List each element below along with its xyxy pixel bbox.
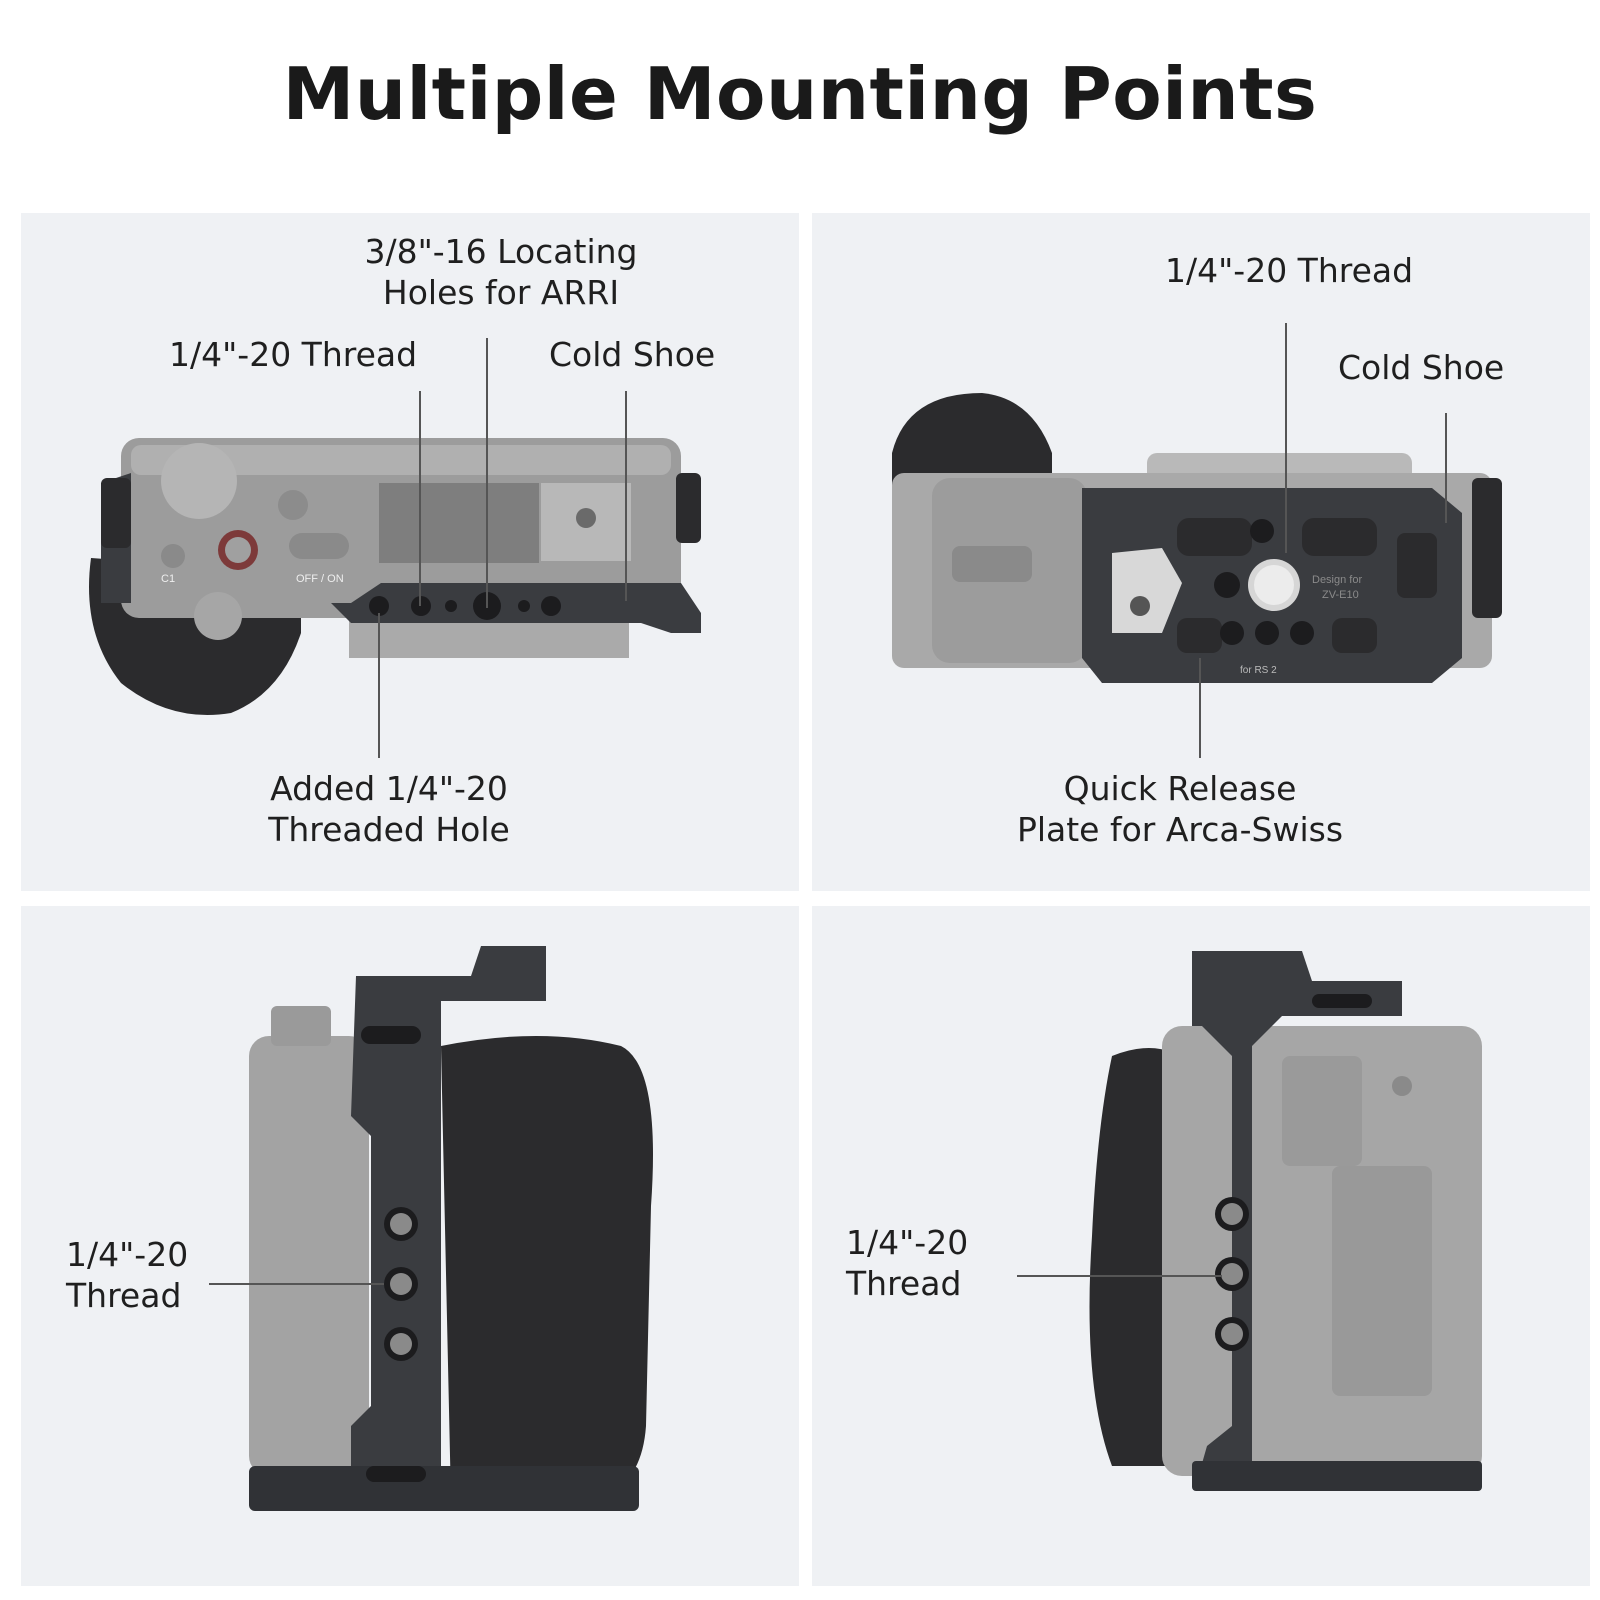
label-quick-release: Quick Release Plate for Arca-Swiss (1016, 769, 1344, 849)
label-thread: 1/4"-20 Thread (1165, 251, 1414, 290)
page-title: Multiple Mounting Points (282, 52, 1318, 136)
bottom-view-illustration: Design for ZV-E10 for RS 2 (892, 393, 1502, 683)
label-thread: 1/4"-20 Thread (66, 1235, 189, 1315)
leader-line-arri (486, 338, 488, 608)
panel-rear-side-view: 1/4"-20 Thread (812, 906, 1590, 1586)
plate-mark-design: Design for (1312, 574, 1362, 586)
grip-side-illustration (249, 946, 653, 1511)
panel-grip-side-view: 1/4"-20 Thread (21, 906, 799, 1586)
plate-mark-rs2: for RS 2 (1240, 665, 1277, 676)
rear-side-illustration (1089, 951, 1482, 1491)
leader-line-cold-shoe (625, 391, 627, 601)
leader-line-thread (209, 1283, 384, 1285)
leader-line-thread (1285, 323, 1287, 553)
top-view-illustration: OFF / ON C1 (89, 438, 701, 715)
leader-line-added-hole (378, 613, 380, 758)
camera-mark-off-on: OFF / ON (296, 573, 344, 585)
leader-line-cold-shoe (1445, 413, 1447, 523)
plate-mark-model: ZV-E10 (1322, 589, 1359, 601)
label-cold-shoe: Cold Shoe (549, 335, 716, 374)
label-thread: 1/4"-20 Thread (169, 335, 418, 374)
leader-line-thread (1017, 1275, 1222, 1277)
label-thread: 1/4"-20 Thread (846, 1223, 969, 1303)
label-added-hole: Added 1/4"-20 Threaded Hole (268, 769, 510, 849)
label-arri-holes: 3/8"-16 Locating Holes for ARRI (364, 232, 638, 312)
panel-bottom-view: Design for ZV-E10 for RS 2 1/4"-20 Threa… (812, 213, 1590, 891)
panel-top-view: OFF / ON C1 3/8"-16 Locating Holes for A… (21, 213, 799, 891)
leader-line-quick-release (1199, 658, 1201, 758)
label-cold-shoe: Cold Shoe (1338, 348, 1505, 387)
leader-line-thread (419, 391, 421, 606)
camera-mark-c1: C1 (161, 573, 175, 585)
